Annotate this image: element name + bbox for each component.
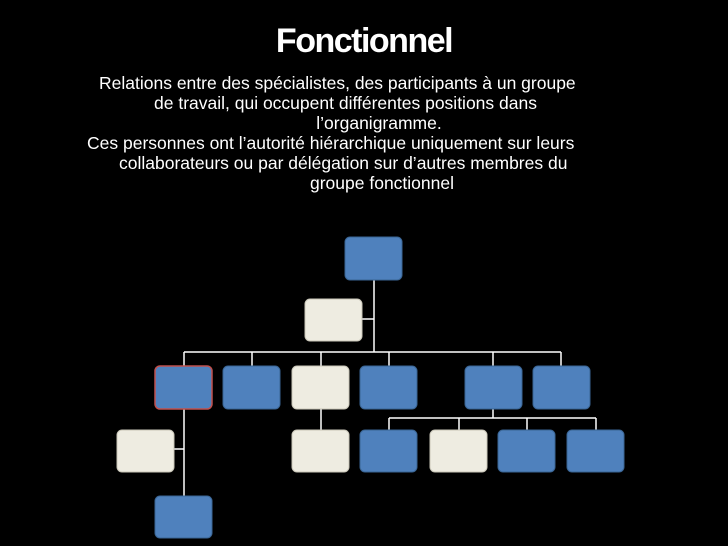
paragraph-line: collaborateurs ou par délégation sur d’a… <box>119 153 568 173</box>
org-box-level4 <box>154 495 213 539</box>
org-box-level2-highlighted <box>154 365 213 410</box>
org-box-level2 <box>291 365 350 410</box>
paragraph-line: groupe fonctionnel <box>310 173 454 193</box>
slide-title: Fonctionnel <box>275 22 454 60</box>
org-box-level3 <box>429 429 488 473</box>
org-box-level3 <box>116 429 175 473</box>
org-box-level2 <box>464 365 523 410</box>
org-box-level3 <box>497 429 556 473</box>
org-box-level3 <box>359 429 418 473</box>
org-box-level3 <box>291 429 350 473</box>
org-box-level3 <box>566 429 625 473</box>
paragraph-line: de travail, qui occupent différentes pos… <box>154 93 537 113</box>
org-box-level2 <box>222 365 281 410</box>
paragraph-line: Ces personnes ont l’autorité hiérarchiqu… <box>87 133 575 153</box>
paragraph-line: l’organigramme. <box>316 113 442 133</box>
org-box-level2 <box>359 365 418 410</box>
org-box-top <box>344 236 403 281</box>
paragraph-line: Relations entre des spécialistes, des pa… <box>99 73 576 93</box>
org-box-level2 <box>532 365 591 410</box>
org-box-assistant <box>304 298 363 342</box>
connectors <box>174 280 597 496</box>
